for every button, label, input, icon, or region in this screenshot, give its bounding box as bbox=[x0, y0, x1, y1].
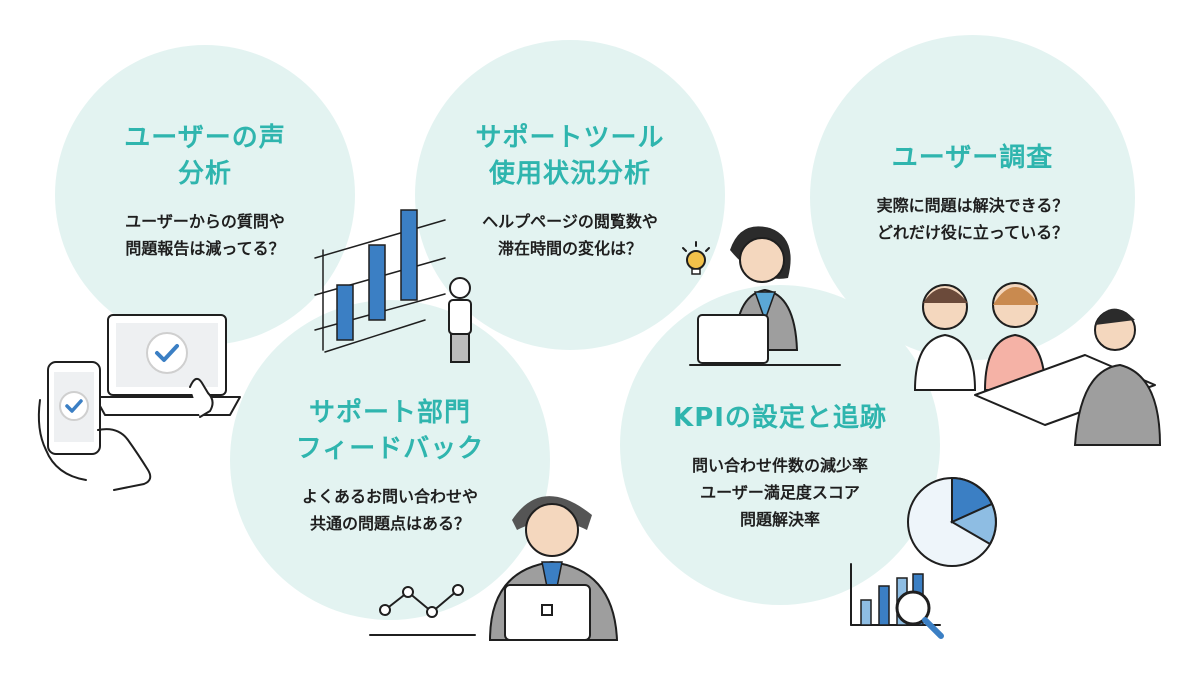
card-title: サポートツール 使用状況分析 bbox=[475, 123, 665, 189]
card-body: ユーザーからの質問や 問題報告は減ってる？ bbox=[125, 212, 285, 258]
card-body: よくあるお問い合わせや 共通の問題点はある？ bbox=[301, 487, 478, 533]
laptop-check-icon bbox=[94, 314, 241, 418]
card-support-feedback: サポート部門 フィードバック よくあるお問い合わせや 共通の問題点はある？ bbox=[240, 395, 540, 537]
card-user-survey: ユーザー調査 実際に問題は解決できる？ どれだけ役に立っている？ bbox=[820, 140, 1125, 246]
phone-check-icon bbox=[37, 361, 152, 491]
card-title: サポート部門 フィードバック bbox=[295, 398, 485, 464]
line-chart-icon bbox=[369, 584, 476, 636]
card-kpi: KPIの設定と追跡 問い合わせ件数の減少率 ユーザー満足度スコア 問題解決率 bbox=[630, 400, 930, 533]
pie-chart-icon bbox=[907, 476, 997, 567]
circle-support-feedback bbox=[230, 300, 550, 620]
circle-support-tool bbox=[415, 40, 725, 350]
operator-headset-icon bbox=[488, 496, 619, 641]
circle-user-survey bbox=[810, 35, 1135, 360]
card-title: KPIの設定と追跡 bbox=[673, 403, 887, 433]
woman-laptop-icon bbox=[689, 226, 841, 366]
card-user-voice: ユーザーの声 分析 ユーザーからの質問や 問題報告は減ってる？ bbox=[60, 120, 350, 262]
lightbulb-icon bbox=[682, 241, 710, 275]
meeting-group-icon bbox=[913, 282, 1162, 446]
card-body: ヘルプページの閲覧数や 滞在時間の変化は？ bbox=[482, 212, 658, 258]
card-title: ユーザー調査 bbox=[891, 143, 1054, 173]
card-support-tool: サポートツール 使用状況分析 ヘルプページの閲覧数や 滞在時間の変化は？ bbox=[420, 120, 720, 262]
magnifier-chart-icon bbox=[850, 563, 944, 639]
card-title: ユーザーの声 分析 bbox=[124, 123, 286, 189]
card-body: 問い合わせ件数の減少率 ユーザー満足度スコア 問題解決率 bbox=[691, 456, 868, 529]
bar-chart-person-icon bbox=[314, 209, 472, 363]
card-body: 実際に問題は解決できる？ どれだけ役に立っている？ bbox=[876, 196, 1069, 242]
circle-user-voice bbox=[55, 45, 355, 345]
